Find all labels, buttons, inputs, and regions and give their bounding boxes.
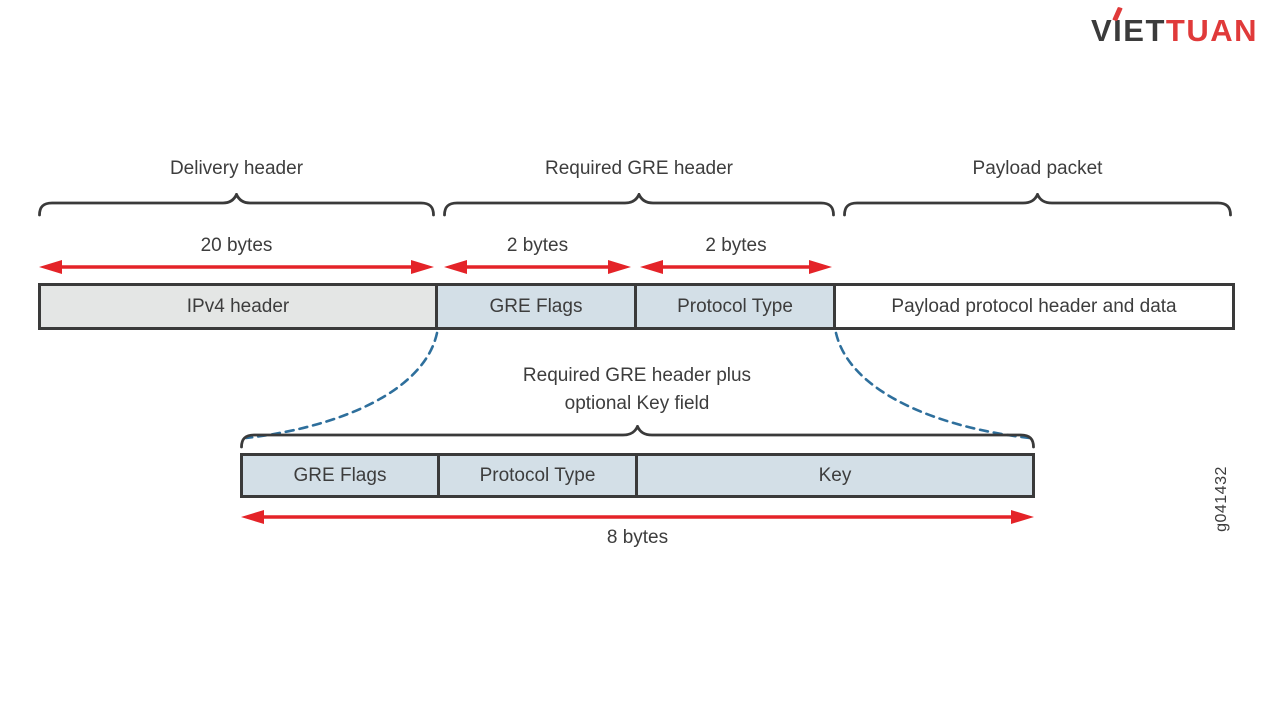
field-box-payload: Payload protocol header and data [833, 283, 1235, 330]
overbrace-expanded-gre-header [240, 425, 1035, 449]
bottom-packet-row: GRE Flags Protocol Type Key [240, 453, 1035, 498]
size-label-2-bytes-gre-flags: 2 bytes [506, 235, 569, 256]
viettuan-logo: VIETTUAN [1090, 6, 1258, 48]
arrow-head-left [39, 260, 62, 274]
logo-text-tuan: TUAN [1165, 13, 1258, 48]
arrow-head-right [411, 260, 434, 274]
callout-label: Required GRE header plus optional Key fi… [437, 362, 837, 418]
callout-line-1: Required GRE header plus [522, 365, 752, 386]
overbrace-required-gre-header [443, 193, 835, 217]
callout-line-2: optional Key field [564, 393, 710, 414]
field-box-protocol-type: Protocol Type [634, 283, 836, 330]
double-arrow-2-bytes-gre-flags [444, 260, 631, 274]
overbrace-delivery-header [38, 193, 435, 217]
double-arrow-20-bytes [39, 260, 434, 274]
brace-curve [38, 193, 435, 217]
double-arrow-8-bytes [241, 510, 1034, 524]
figure-id: g041432 [1213, 466, 1230, 532]
field-box-ipv4-header: IPv4 header [38, 283, 438, 330]
field-box-key: Key [635, 453, 1035, 498]
field-box-protocol-type-expanded: Protocol Type [437, 453, 638, 498]
arrow-head-right [809, 260, 832, 274]
section-label-payload-packet: Payload packet [972, 158, 1103, 179]
logo-text-viet: VIET [1090, 13, 1166, 48]
arrow-head-left [241, 510, 264, 524]
size-label-2-bytes-protocol-type: 2 bytes [705, 235, 767, 256]
field-box-gre-flags: GRE Flags [435, 283, 637, 330]
field-box-gre-flags-expanded: GRE Flags [240, 453, 440, 498]
dashed-curve-left [244, 331, 439, 440]
double-arrow-2-bytes-protocol-type [640, 260, 832, 274]
section-label-delivery-header: Delivery header [169, 158, 304, 179]
brace-curve [443, 193, 835, 217]
top-packet-row: IPv4 header GRE Flags Protocol Type Payl… [38, 283, 1235, 330]
arrow-head-left [444, 260, 467, 274]
section-label-required-gre-header: Required GRE header [545, 158, 733, 179]
dashed-curve-right [834, 331, 1032, 440]
arrow-head-left [640, 260, 663, 274]
brace-curve [240, 425, 1035, 449]
arrow-head-right [1011, 510, 1034, 524]
size-label-8-bytes: 8 bytes [606, 527, 669, 548]
brace-curve [843, 193, 1232, 217]
size-label-20-bytes: 20 bytes [200, 235, 273, 256]
overbrace-payload-packet [843, 193, 1232, 217]
arrow-head-right [608, 260, 631, 274]
